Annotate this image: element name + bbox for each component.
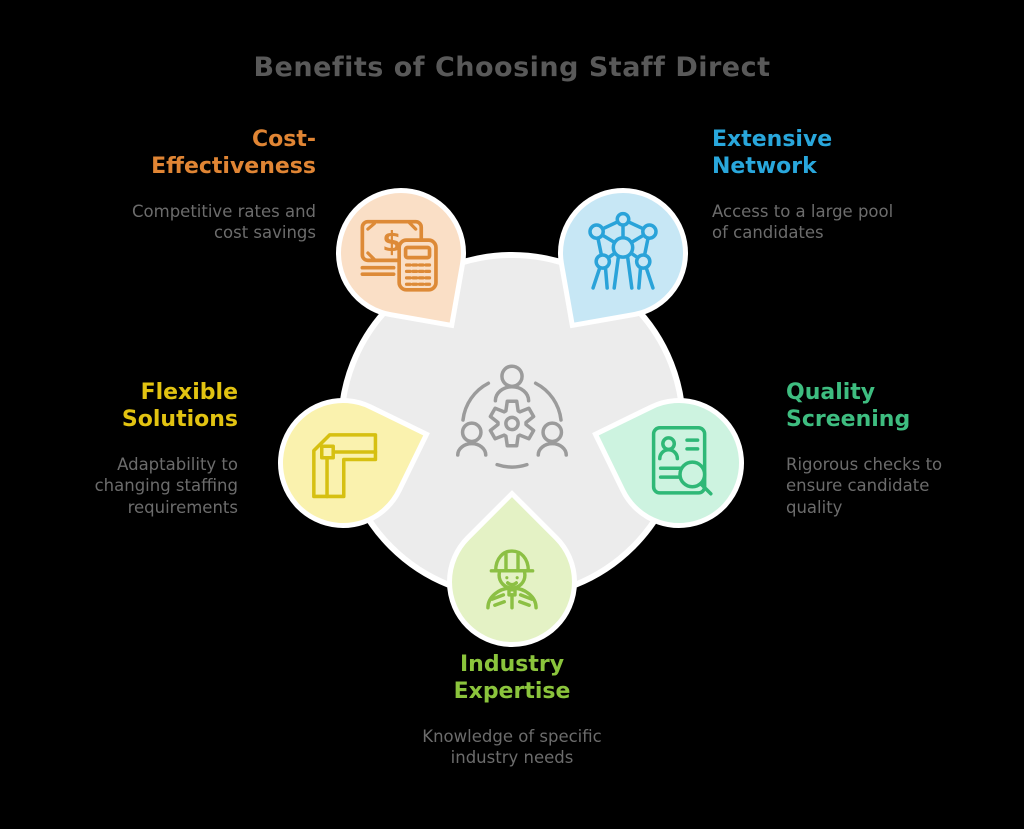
description-line: industry needs	[450, 748, 574, 768]
money-calculator-icon: $	[360, 219, 438, 292]
resume-magnifier-icon	[651, 426, 713, 496]
description-line: of candidates	[712, 223, 824, 243]
heading-cost-effectiveness: Cost- Effectiveness	[36, 127, 316, 181]
heading-line: Expertise	[453, 678, 571, 704]
description-line: Adaptability to	[117, 454, 238, 474]
dollar-glyph: $	[382, 225, 401, 258]
label-flexible-solutions: Flexible Solutions Adaptability to chang…	[0, 380, 238, 518]
description-line: Competitive rates and	[132, 201, 316, 221]
description-line: quality	[786, 497, 843, 517]
label-extensive-network: Extensive Network Access to a large pool…	[712, 127, 992, 244]
heading-flexible-solutions: Flexible Solutions	[0, 380, 238, 434]
heading-line: Industry	[459, 652, 565, 677]
description-line: requirements	[127, 497, 238, 517]
description-cost-effectiveness: Competitive rates and cost savings	[36, 201, 316, 244]
heading-extensive-network: Extensive Network	[712, 127, 992, 181]
description-line: Knowledge of specific	[422, 726, 602, 746]
description-line: ensure candidate	[786, 476, 930, 496]
label-cost-effectiveness: Cost- Effectiveness Competitive rates an…	[36, 127, 316, 244]
page-title: Benefits of Choosing Staff Direct	[253, 52, 771, 83]
heading-line: Cost-	[251, 127, 316, 152]
network-structure-icon	[588, 211, 658, 290]
label-industry-expertise: Industry Expertise Knowledge of specific…	[362, 652, 662, 769]
heading-line: Effectiveness	[151, 153, 316, 179]
description-line: Rigorous checks to	[786, 454, 943, 474]
description-flexible-solutions: Adaptability to changing staffing requir…	[0, 454, 238, 518]
description-line: cost savings	[213, 223, 316, 243]
heading-line: Network	[712, 153, 817, 179]
heading-line: Screening	[786, 406, 911, 432]
label-quality-screening: Quality Screening Rigorous checks to ens…	[786, 380, 1024, 518]
description-line: changing staffing	[94, 476, 238, 496]
heading-line: Flexible	[140, 380, 238, 405]
flexible-bracket-icon	[312, 433, 378, 499]
team-gear-icon	[456, 364, 568, 469]
description-quality-screening: Rigorous checks to ensure candidate qual…	[786, 454, 1024, 518]
description-extensive-network: Access to a large pool of candidates	[712, 201, 992, 244]
description-line: Access to a large pool	[712, 201, 894, 221]
construction-worker-icon	[486, 549, 538, 610]
heading-quality-screening: Quality Screening	[786, 380, 1024, 434]
heading-line: Extensive	[712, 127, 833, 152]
heading-industry-expertise: Industry Expertise	[362, 652, 662, 706]
heading-line: Quality	[786, 380, 876, 405]
description-industry-expertise: Knowledge of specific industry needs	[362, 726, 662, 769]
heading-line: Solutions	[121, 406, 238, 432]
